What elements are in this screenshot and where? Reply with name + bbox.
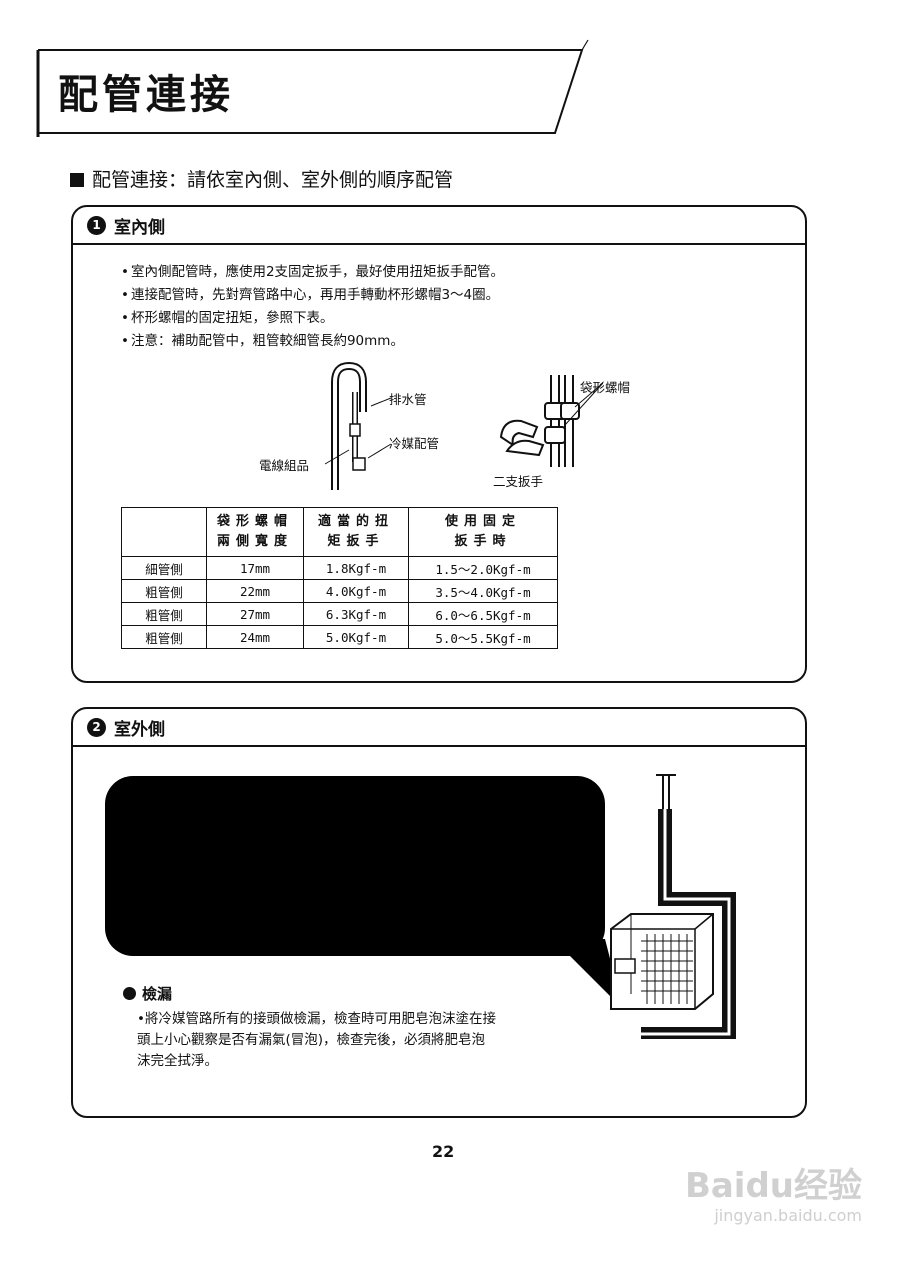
outdoor-panel: 2 室外側 檢漏 •將冷媒管路所有的接頭做檢漏，檢查時可用肥皂泡沫塗在接頭上小心… xyxy=(71,707,807,1118)
callout-pointer xyxy=(553,939,623,1009)
table-cell: 5.0Kgf-m xyxy=(303,625,409,649)
outdoor-panel-header: 2 室外側 xyxy=(73,709,805,747)
drain-pipe-label: 排水管 xyxy=(389,392,427,407)
watermark-logo: Baidu经验 xyxy=(684,1166,862,1206)
table-header-cell: 使用固定 扳手時 xyxy=(408,507,558,557)
watermark: Baidu经验 jingyan.baidu.com xyxy=(672,1148,862,1248)
bullet-item: 室內側配管時，應使用2支固定扳手，最好使用扭矩扳手配管。 xyxy=(121,261,504,284)
table-cell: 細管側 xyxy=(121,556,207,580)
table-cell: 24mm xyxy=(206,625,304,649)
watermark-url: jingyan.baidu.com xyxy=(714,1206,862,1225)
table-row: 粗管側 24mm 5.0Kgf-m 5.0～5.5Kgf-m xyxy=(121,625,558,649)
torque-table: 袋形螺帽 兩側寬度 適當的扭 矩扳手 使用固定 扳手時 細管側 17mm 1.8… xyxy=(121,507,558,649)
step-number-badge: 2 xyxy=(87,717,106,737)
subtitle-text: 配管連接：請依室內側、室外側的順序配管 xyxy=(92,169,454,191)
table-cell: 17mm xyxy=(206,556,304,580)
bullet-item: 注意：補助配管中，粗管較細管長約90mm。 xyxy=(121,330,504,353)
callout-box-redacted xyxy=(105,776,605,956)
indoor-heading: 室內側 xyxy=(114,217,165,238)
page-title: 配管連接 xyxy=(58,72,234,118)
table-cell: 22mm xyxy=(206,579,304,603)
table-header-cell: 適當的扭 矩扳手 xyxy=(303,507,409,557)
wrench-illustration xyxy=(499,375,603,467)
table-cell: 1.5～2.0Kgf-m xyxy=(408,556,558,580)
table-header-row: 袋形螺帽 兩側寬度 適當的扭 矩扳手 使用固定 扳手時 xyxy=(121,507,558,557)
indoor-panel-header: 1 室內側 xyxy=(73,207,805,245)
table-header-cell xyxy=(121,507,207,557)
page-number: 22 xyxy=(432,1142,455,1161)
step-number-badge: 1 xyxy=(87,215,106,235)
indoor-bullet-list: 室內側配管時，應使用2支固定扳手，最好使用扭矩扳手配管。 連接配管時，先對齊管路… xyxy=(121,261,504,353)
outdoor-heading: 室外側 xyxy=(114,719,165,740)
table-header-cell: 袋形螺帽 兩側寬度 xyxy=(206,507,304,557)
two-wrenches-label: 二支扳手 xyxy=(493,474,544,489)
table-row: 細管側 17mm 1.8Kgf-m 1.5～2.0Kgf-m xyxy=(121,556,558,580)
table-row: 粗管側 22mm 4.0Kgf-m 3.5～4.0Kgf-m xyxy=(121,579,558,603)
flare-nut-label: 袋形螺帽 xyxy=(580,380,631,395)
indoor-panel: 1 室內側 室內側配管時，應使用2支固定扳手，最好使用扭矩扳手配管。 連接配管時… xyxy=(71,205,807,683)
square-bullet-icon xyxy=(70,173,84,187)
table-cell: 粗管側 xyxy=(121,625,207,649)
circle-bullet-icon xyxy=(123,987,136,1000)
leak-heading-text: 檢漏 xyxy=(142,985,173,1003)
table-cell: 3.5～4.0Kgf-m xyxy=(408,579,558,603)
leak-check-text: •將冷媒管路所有的接頭做檢漏，檢查時可用肥皂泡沫塗在接頭上小心觀察是否有漏氣(冒… xyxy=(137,1011,496,1069)
table-cell: 粗管側 xyxy=(121,579,207,603)
leak-check-heading: 檢漏 xyxy=(123,983,172,1004)
refrigerant-pipe-label: 冷媒配管 xyxy=(389,436,440,451)
table-cell: 1.8Kgf-m xyxy=(303,556,409,580)
table-cell: 6.3Kgf-m xyxy=(303,602,409,626)
title-banner-frame xyxy=(36,39,589,137)
leak-text-body: 將冷媒管路所有的接頭做檢漏，檢查時可用肥皂泡沫塗在接頭上小心觀察是否有漏氣(冒泡… xyxy=(137,1011,496,1069)
section-subtitle: 配管連接：請依室內側、室外側的順序配管 xyxy=(70,165,453,192)
table-cell: 27mm xyxy=(206,602,304,626)
table-cell: 6.0～6.5Kgf-m xyxy=(408,602,558,626)
bullet-item: 連接配管時，先對齊管路中心，再用手轉動杯形螺帽3～4圈。 xyxy=(121,284,504,307)
table-cell: 4.0Kgf-m xyxy=(303,579,409,603)
table-cell: 粗管側 xyxy=(121,602,207,626)
bullet-item: 杯形螺帽的固定扭矩，參照下表。 xyxy=(121,307,504,330)
outdoor-unit-illustration xyxy=(610,774,736,1039)
indoor-pipe-illustration xyxy=(324,362,392,490)
wire-assembly-label: 電線組品 xyxy=(259,458,310,473)
table-row: 粗管側 27mm 6.3Kgf-m 6.0～6.5Kgf-m xyxy=(121,602,558,626)
table-cell: 5.0～5.5Kgf-m xyxy=(408,625,558,649)
